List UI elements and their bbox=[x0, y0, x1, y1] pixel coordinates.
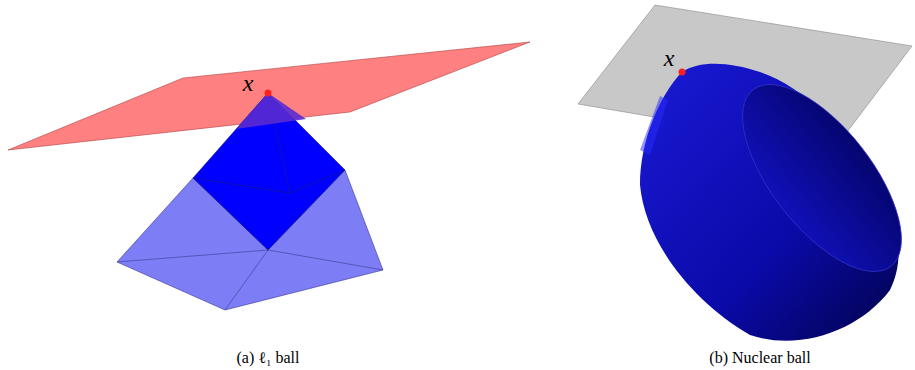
point-label: x bbox=[243, 71, 254, 95]
contact-point bbox=[679, 69, 686, 76]
nuclear-ball bbox=[578, 5, 915, 341]
octahedron-edges bbox=[193, 93, 345, 193]
plane-intersection bbox=[640, 96, 668, 155]
l1-ball bbox=[8, 42, 530, 310]
octahedron-face bbox=[193, 93, 345, 250]
plane-intersection bbox=[236, 93, 306, 129]
point-label: x bbox=[664, 46, 675, 70]
subfigure-caption: (b) Nuclear ball bbox=[709, 349, 810, 367]
contact-point bbox=[265, 90, 272, 97]
cylinder-end-face bbox=[714, 59, 915, 297]
subfigure-caption: (a) ℓ₁ ball bbox=[237, 349, 300, 367]
